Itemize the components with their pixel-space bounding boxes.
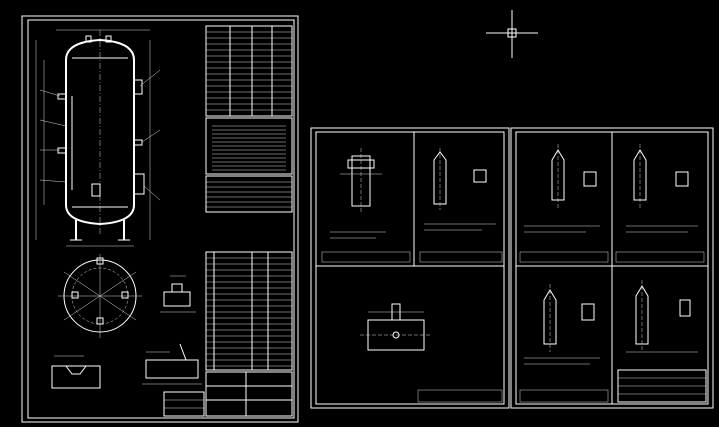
detail-view-b1[interactable] (519, 144, 609, 263)
sheet-b-outer-border (510, 127, 714, 409)
bom-frame (205, 251, 293, 371)
crosshair-pickbox (507, 28, 517, 38)
nameplate (91, 183, 101, 197)
technical-notes-block[interactable] (205, 117, 293, 175)
nozzle-schedule-table[interactable] (205, 175, 293, 213)
b3-section (581, 303, 595, 321)
weld-detail[interactable] (51, 355, 101, 389)
bill-of-materials[interactable] (205, 251, 293, 371)
a1-title-bar (321, 251, 411, 263)
revision-block[interactable] (163, 391, 205, 417)
notes-frame (205, 117, 293, 175)
b2-part (633, 149, 647, 201)
vessel-shell (65, 38, 135, 226)
sheet-vessel-assembly[interactable] (21, 15, 299, 423)
a2-part (433, 151, 447, 205)
nozzle-side-a (57, 93, 67, 100)
sheet-inner-border (27, 19, 295, 419)
detail-view-a2[interactable] (419, 148, 503, 263)
b4-section (679, 299, 691, 317)
base-ring-detail[interactable] (142, 343, 202, 385)
b1-part (551, 149, 565, 201)
leader-b (39, 119, 67, 127)
detail-view-a1[interactable] (321, 148, 411, 263)
spec-table-top[interactable] (205, 25, 293, 117)
a2-title-bar (419, 251, 503, 263)
vessel-plan-view[interactable] (58, 254, 142, 338)
leader-g (143, 185, 161, 201)
sheet-detail-a[interactable] (310, 127, 510, 409)
spec-table-frame (205, 25, 293, 117)
detail-view-b2[interactable] (615, 144, 705, 263)
nozzle-schedule-rows (206, 181, 292, 208)
nozzle-side-c (133, 79, 143, 95)
b4-part (635, 285, 649, 345)
title-block-frame (205, 371, 293, 417)
b1-title-bar (519, 251, 609, 263)
detail-view-a3[interactable] (360, 303, 503, 403)
detail-view-b3[interactable] (519, 284, 609, 403)
weld-detail-groove (65, 365, 87, 375)
sheet-outer-border (21, 15, 299, 423)
nozzle-detail-body (163, 291, 191, 307)
revision-frame (163, 391, 205, 417)
title-block[interactable] (205, 371, 293, 417)
manhole (133, 173, 145, 195)
b1-section (583, 171, 597, 187)
plan-lug-4 (96, 317, 104, 325)
nozzle-detail[interactable] (160, 275, 196, 313)
nozzle-top-2 (105, 35, 112, 43)
sheet-a-outer-border (310, 127, 510, 409)
b3-title-bar (519, 389, 609, 403)
nozzle-side-b (57, 147, 67, 154)
b2-title-bar (615, 251, 705, 263)
b3-part (543, 289, 557, 345)
leader-f (141, 129, 161, 143)
b2-section (675, 171, 689, 187)
a2-section (473, 169, 487, 183)
bom-rows (206, 257, 292, 367)
a3-title-bar (417, 389, 503, 403)
weld-detail-plate (51, 365, 101, 389)
sheet-detail-b[interactable] (510, 127, 714, 409)
plan-lug-2 (71, 291, 79, 299)
crosshair-cursor-icon (486, 10, 538, 58)
plan-diag-2 (63, 271, 137, 321)
spec-table-rows (206, 31, 292, 111)
nozzle-detail-neck (171, 283, 183, 293)
notes-text-lines (212, 125, 286, 171)
nozzle-side-d (133, 139, 143, 146)
detail-view-b4[interactable] (617, 280, 707, 403)
nozzle-top-1 (85, 35, 92, 43)
plan-lug-1 (96, 257, 104, 265)
leader-e (139, 69, 161, 87)
leader-a (39, 89, 61, 97)
plan-lug-3 (121, 291, 129, 299)
leader-d (39, 179, 67, 183)
nozzle-schedule-frame (205, 175, 293, 213)
base-ring-gusset (179, 343, 194, 361)
vessel-elevation-view[interactable] (35, 29, 161, 247)
base-ring-plate (145, 359, 199, 379)
sheet-a-inner-border (315, 131, 505, 405)
